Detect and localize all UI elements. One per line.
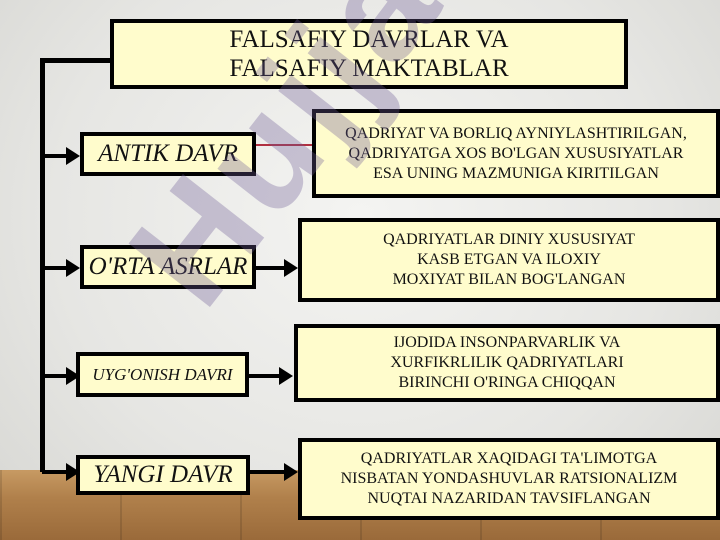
arrow-orta-right xyxy=(284,259,298,277)
title-box: FALSAFIY DAVRLAR VA FALSAFIY MAKTABLAR xyxy=(110,19,628,89)
desc-antik-line-1: QADRIYAT VA BORLIQ AYNIYLASHTIRILGAN, xyxy=(345,124,687,142)
branch-line-orta xyxy=(42,266,68,270)
desc-antik-line-2: QADRIYATGA XOS BO'LGAN XUSUSIYATLAR xyxy=(348,144,684,162)
branch-line-yangi xyxy=(42,470,68,474)
branch-line-antik xyxy=(42,154,68,158)
desc-uygonish-line-1: IJODIDA INSONPARVARLIK VA xyxy=(393,334,621,351)
period-label-uygonish: UYG'ONISH DAVRI xyxy=(92,364,233,384)
desc-antik-line-3: ESA UNING MAZMUNIGA KIRITILGAN xyxy=(373,164,659,182)
branch-line-orta-right xyxy=(256,266,286,270)
desc-box-antik: QADRIYAT VA BORLIQ AYNIYLASHTIRILGAN, QA… xyxy=(312,109,720,198)
period-box-orta: O'RTA ASRLAR xyxy=(80,245,256,289)
desc-yangi-line-1: QADRIYATLAR XAQIDAGI TA'LIMOTGA xyxy=(360,450,658,467)
arrow-yangi-right xyxy=(284,463,298,481)
period-label-antik: ANTIK DAVR xyxy=(98,140,238,167)
arrow-antik xyxy=(66,147,80,165)
period-label-orta: O'RTA ASRLAR xyxy=(88,253,248,280)
desc-uygonish-line-3: BIRINCHI O'RINGA CHIQQAN xyxy=(398,374,616,391)
desc-yangi-line-3: NUQTAI NAZARIDAN TAVSIFLANGAN xyxy=(367,490,651,507)
arrow-orta xyxy=(66,259,80,277)
main-vertical-line xyxy=(40,58,45,472)
title-line-1: FALSAFIY DAVRLAR VA xyxy=(229,26,509,53)
desc-yangi-line-2: NISBATAN YONDASHUVLAR RATSIONALIZM xyxy=(340,470,678,487)
desc-box-yangi: QADRIYATLAR XAQIDAGI TA'LIMOTGA NISBATAN… xyxy=(298,438,720,520)
desc-orta-line-1: QADRIYATLAR DINIY XUSUSIYAT xyxy=(383,231,635,248)
arrow-yangi xyxy=(66,463,80,481)
title-line-2: FALSAFIY MAKTABLAR xyxy=(229,55,509,82)
branch-line-yangi-right xyxy=(250,470,286,474)
period-label-yangi: YANGI DAVR xyxy=(93,461,233,488)
desc-orta-line-2: KASB ETGAN VA ILOXIY xyxy=(417,251,601,268)
branch-line-uygonish xyxy=(42,374,68,378)
desc-uygonish-line-2: XURFIKRLILIK QADRIYATLARI xyxy=(390,354,624,371)
desc-orta-line-3: MOXIYAT BILAN BOG'LANGAN xyxy=(392,271,626,288)
period-box-yangi: YANGI DAVR xyxy=(76,455,250,495)
branch-line-uygonish-right xyxy=(249,374,281,378)
title-connector xyxy=(42,58,112,63)
arrow-uygonish xyxy=(66,367,80,385)
period-box-antik: ANTIK DAVR xyxy=(80,132,256,176)
period-box-uygonish: UYG'ONISH DAVRI xyxy=(76,352,249,397)
desc-box-uygonish: IJODIDA INSONPARVARLIK VA XURFIKRLILIK Q… xyxy=(294,324,720,402)
arrow-uygonish-right xyxy=(279,367,293,385)
red-connector-antik xyxy=(256,144,312,146)
desc-box-orta: QADRIYATLAR DINIY XUSUSIYAT KASB ETGAN V… xyxy=(298,218,720,302)
